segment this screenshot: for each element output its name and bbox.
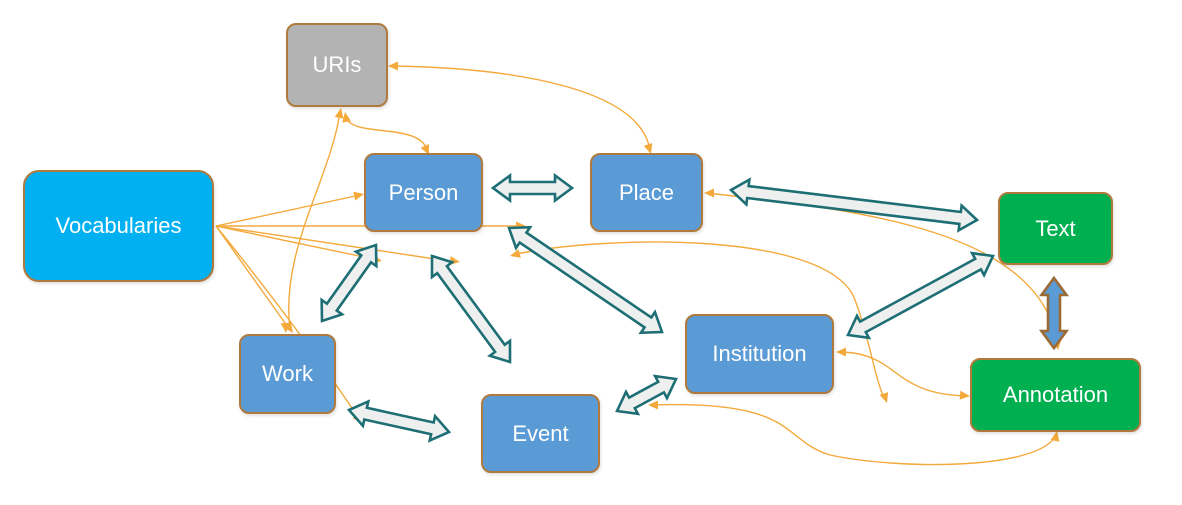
- work-node[interactable]: Work: [239, 334, 336, 414]
- uris-to-place-arrow: [391, 65, 651, 151]
- place-node[interactable]: Place: [590, 153, 703, 232]
- text-annotation-block-arrow: [1038, 275, 1070, 351]
- annotation-label: Annotation: [1002, 382, 1109, 407]
- vocabularies-node[interactable]: Vocabularies: [23, 170, 214, 282]
- uris-to-place-arrow-head-0: [643, 143, 653, 154]
- event-to-annotation-arrow-head-0: [1050, 431, 1060, 442]
- uris-to-place-arrow-head-1: [388, 61, 398, 71]
- place-label: Place: [618, 179, 675, 205]
- vocab-to-person-low-arrow: [215, 225, 379, 261]
- institution-node[interactable]: Institution: [685, 314, 834, 394]
- work-to-uris-arrow-head-1: [280, 322, 290, 333]
- person-institution-block-arrow: [507, 225, 664, 335]
- event-to-annotation-arrow-head-1: [648, 400, 658, 410]
- uris-label: URIs: [312, 52, 362, 77]
- person-to-note-arrow-head-0: [879, 392, 889, 403]
- person-place-block-arrow: [490, 172, 575, 204]
- work-label: Work: [262, 361, 313, 386]
- text-node[interactable]: Text: [998, 192, 1113, 265]
- institution-to-annotation-arrow-head-0: [959, 390, 970, 400]
- institution-to-annotation-arrow: [837, 351, 969, 397]
- uris-to-person-arrow-head-0: [420, 144, 429, 155]
- vocab-to-work-arrow: [215, 225, 291, 331]
- person-label: Person: [388, 179, 459, 205]
- vocab-to-person-arrow: [215, 194, 361, 227]
- event-node[interactable]: Event: [481, 394, 600, 473]
- person-to-note-arrow: [511, 241, 886, 401]
- uris-to-person-arrow-head-1: [342, 112, 352, 123]
- person-event-block-arrow: [430, 254, 512, 364]
- person-node[interactable]: Person: [364, 153, 483, 232]
- work-to-uris-arrow-head-0: [334, 108, 344, 119]
- vocab-to-person-arrow-head-0: [353, 191, 364, 201]
- vocab-to-event-area-arrow: [215, 225, 456, 263]
- institution-label: Institution: [712, 341, 807, 366]
- vocab-to-event-arrow: [215, 225, 361, 421]
- vocab-to-work-arrow-head-0: [283, 322, 293, 333]
- work-to-uris-arrow: [288, 111, 341, 331]
- person-to-note-arrow-head-1: [510, 249, 521, 258]
- place-text-block-arrow: [728, 177, 980, 233]
- uris-to-person-arrow: [344, 114, 429, 153]
- annotation-node[interactable]: Annotation: [970, 358, 1141, 432]
- text-label: Text: [1035, 215, 1076, 241]
- event-to-annotation-arrow: [649, 403, 1057, 466]
- vocabularies-label: Vocabularies: [55, 213, 182, 238]
- event-institution-block-arrow: [615, 374, 678, 416]
- institution-to-annotation-arrow-head-1: [836, 347, 846, 357]
- person-work-block-arrow: [320, 243, 378, 323]
- uris-node[interactable]: URIs: [286, 23, 388, 107]
- work-event-block-arrow: [346, 399, 452, 443]
- place-to-annotation-arrow-head-1: [704, 188, 714, 198]
- event-label: Event: [512, 420, 569, 446]
- institution-text-block-arrow: [846, 251, 995, 340]
